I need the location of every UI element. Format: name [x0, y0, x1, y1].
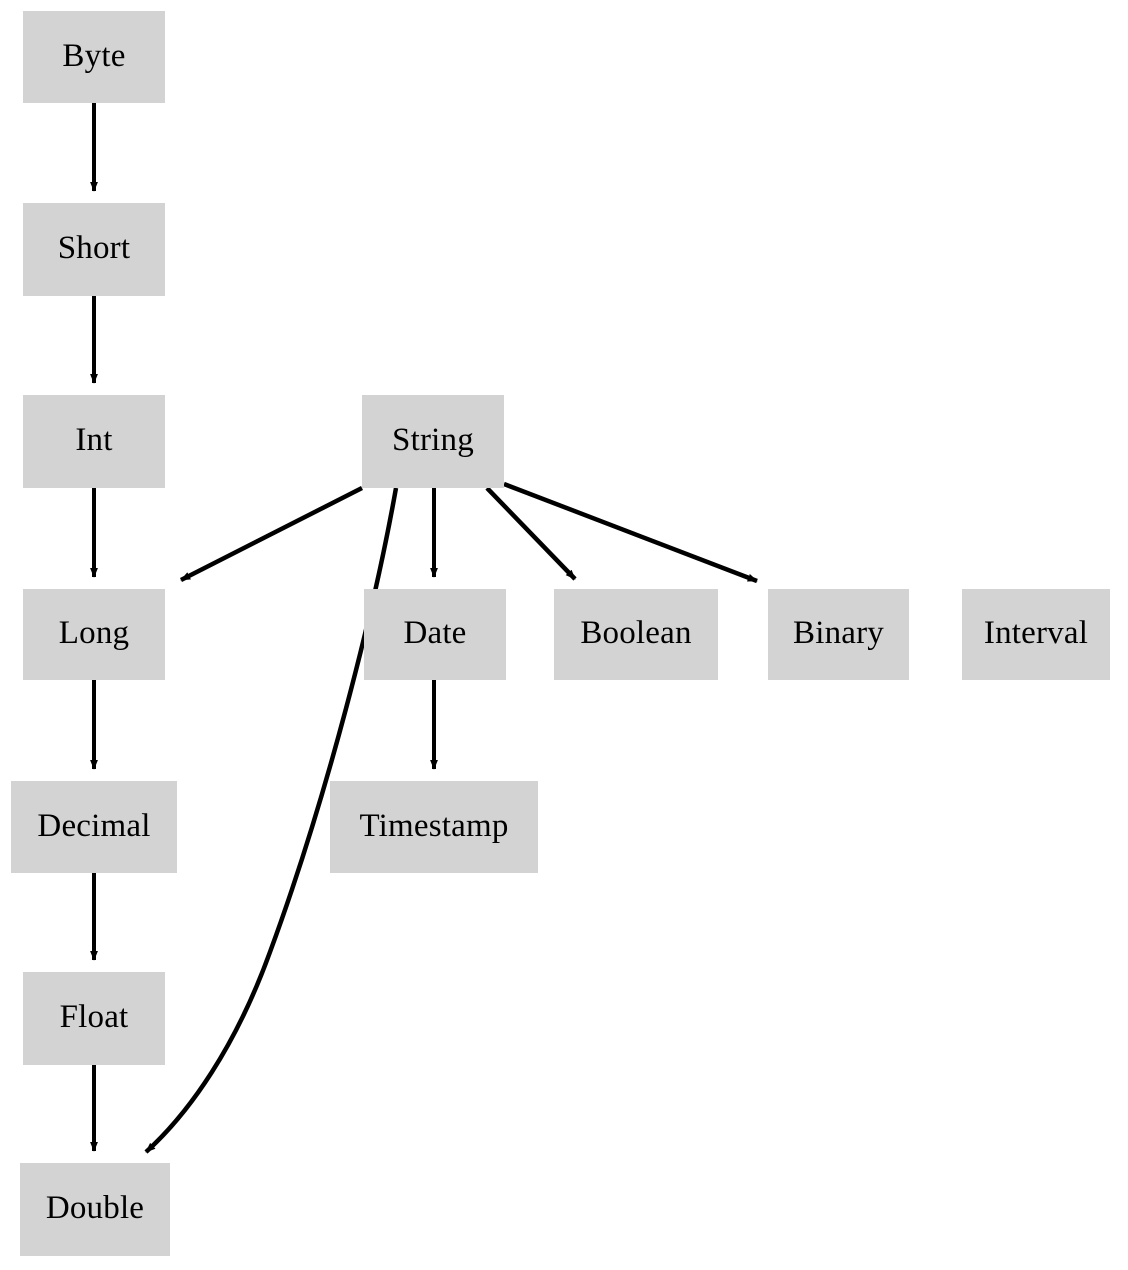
edge-string-boolean: [485, 486, 577, 581]
node-int-label: Int: [75, 422, 113, 458]
node-binary[interactable]: Binary: [768, 589, 909, 680]
node-boolean-label: Boolean: [580, 615, 692, 651]
node-double[interactable]: Double: [20, 1163, 170, 1256]
node-decimal[interactable]: Decimal: [11, 781, 177, 873]
node-byte[interactable]: Byte: [23, 11, 165, 103]
node-date-label: Date: [403, 615, 467, 651]
node-float[interactable]: Float: [23, 972, 165, 1065]
node-long-label: Long: [58, 615, 130, 651]
edge-string-binary: [503, 481, 758, 584]
node-long[interactable]: Long: [23, 589, 165, 680]
node-short-label: Short: [57, 230, 131, 266]
node-binary-label: Binary: [792, 615, 884, 651]
node-short[interactable]: Short: [23, 203, 165, 296]
node-string-label: String: [392, 422, 474, 458]
node-double-label: Double: [45, 1190, 145, 1226]
node-byte-label: Byte: [62, 37, 126, 74]
node-boolean[interactable]: Boolean: [554, 589, 718, 680]
node-date[interactable]: Date: [364, 589, 506, 680]
edge-string-long: [179, 485, 364, 583]
node-float-label: Float: [59, 999, 129, 1035]
node-timestamp-label: Timestamp: [359, 807, 509, 844]
node-interval[interactable]: Interval: [962, 589, 1110, 680]
node-decimal-label: Decimal: [37, 807, 151, 844]
node-timestamp[interactable]: Timestamp: [330, 781, 538, 873]
node-interval-label: Interval: [983, 615, 1089, 651]
node-int[interactable]: Int: [23, 395, 165, 488]
node-string[interactable]: String: [362, 395, 504, 488]
